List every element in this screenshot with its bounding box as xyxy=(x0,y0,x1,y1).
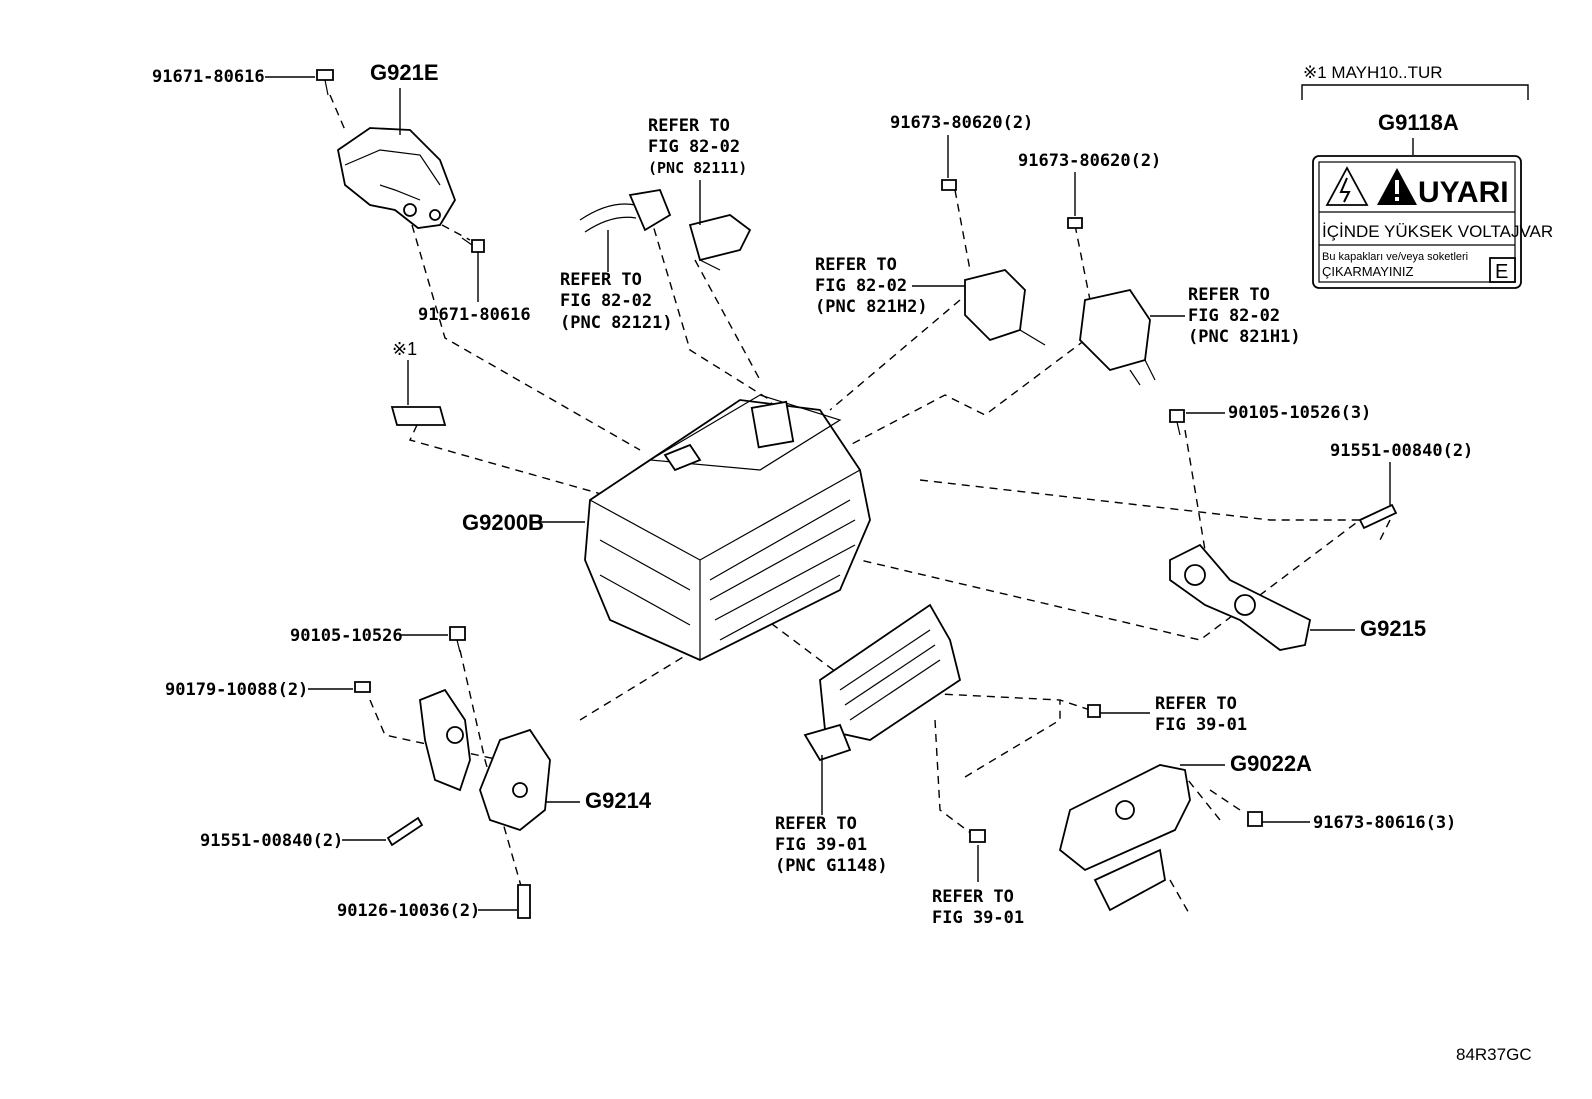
svg-text:(PNC 821H2): (PNC 821H2) xyxy=(815,297,928,317)
svg-text:FIG 82-02: FIG 82-02 xyxy=(560,291,652,311)
ref-pnc-g1148[interactable]: REFER TO FIG 39-01 (PNC G1148) xyxy=(775,755,888,876)
cover-g9022a-drawing xyxy=(1058,764,1263,912)
part-g9022a-label: G9022A xyxy=(1230,751,1312,776)
lower-plate-drawing xyxy=(803,603,1101,843)
fastener-90126-10036: 90126-10036(2) xyxy=(337,901,480,921)
warning-line-3: ÇIKARMAYINIZ xyxy=(1322,264,1414,279)
fastener-91671-80616-top: 91671-80616 xyxy=(152,67,265,87)
svg-text:(PNC 82121): (PNC 82121) xyxy=(560,313,673,333)
note-label-sticker xyxy=(390,360,447,426)
fastener-90105-10526-3: 90105-10526(3) xyxy=(1228,403,1371,423)
part-callouts: G921E G9200B G9215 G9214 G9022A ※1 xyxy=(370,60,1426,813)
svg-text:FIG 39-01: FIG 39-01 xyxy=(932,908,1024,928)
fastener-90179-10088: 90179-10088(2) xyxy=(165,680,308,700)
diagram-code: 84R37GC xyxy=(1456,1045,1532,1064)
svg-text:(PNC 821H1): (PNC 821H1) xyxy=(1188,327,1301,347)
svg-text:FIG 82-02: FIG 82-02 xyxy=(648,137,740,157)
ref-pnc-82111[interactable]: REFER TO FIG 82-02 (PNC 82111) xyxy=(648,116,747,225)
cover-g921e-drawing xyxy=(316,69,485,253)
fastener-callouts: 91671-80616 91671-80616 91673-80620(2) 9… xyxy=(152,67,1473,921)
ref-pnc-821h2[interactable]: REFER TO FIG 82-02 (PNC 821H2) xyxy=(815,255,965,317)
connector-82111-drawing xyxy=(688,214,752,271)
svg-text:REFER TO: REFER TO xyxy=(815,255,897,275)
part-g9200b-label: G9200B xyxy=(462,510,544,535)
warning-line-2: Bu kapakları ve/veya soketleri xyxy=(1322,251,1468,263)
warning-label-part-no: G9118A xyxy=(1378,110,1459,135)
warning-label-g9118a: ※1 MAYH10..TUR G9118A UYARI İÇİNDE YÜKSE… xyxy=(1301,63,1553,289)
fastener-91673-80620-a: 91673-80620(2) xyxy=(890,113,1033,133)
svg-text:REFER TO: REFER TO xyxy=(648,116,730,136)
connector-821h1-drawing xyxy=(1067,217,1156,386)
svg-text:FIG 39-01: FIG 39-01 xyxy=(1155,715,1247,735)
fastener-91673-80620-b: 91673-80620(2) xyxy=(1018,151,1161,171)
svg-text:FIG 82-02: FIG 82-02 xyxy=(815,276,907,296)
connector-821h2-drawing xyxy=(941,179,1046,346)
fastener-91551-00840-left: 91551-00840(2) xyxy=(200,831,343,851)
ref-fig-39-01-right[interactable]: REFER TO FIG 39-01 xyxy=(1100,694,1247,735)
svg-text:REFER TO: REFER TO xyxy=(560,270,642,290)
svg-text:(PNC 82111): (PNC 82111) xyxy=(648,159,747,177)
fastener-90105-10526: 90105-10526 xyxy=(290,626,403,646)
ref-pnc-821h1[interactable]: REFER TO FIG 82-02 (PNC 821H1) xyxy=(1150,285,1301,347)
inverter-g9200b-drawing xyxy=(584,394,871,661)
svg-text:REFER TO: REFER TO xyxy=(1188,285,1270,305)
fastener-91551-00840-right: 91551-00840(2) xyxy=(1330,441,1473,461)
note-legend: ※1 MAYH10..TUR xyxy=(1303,63,1443,82)
svg-text:FIG 39-01: FIG 39-01 xyxy=(775,835,867,855)
reference-callouts: REFER TO FIG 82-02 (PNC 82111) REFER TO … xyxy=(560,116,1301,928)
bracket-g9214-drawing xyxy=(354,626,551,919)
note-mark: ※1 xyxy=(392,339,417,359)
bracket-g9215-drawing xyxy=(1169,409,1398,651)
part-g9215-label: G9215 xyxy=(1360,616,1426,641)
connector-82121-drawing xyxy=(579,188,672,233)
svg-text:REFER TO: REFER TO xyxy=(932,887,1014,907)
svg-text:(PNC G1148): (PNC G1148) xyxy=(775,856,888,876)
fastener-91673-80616-3: 91673-80616(3) xyxy=(1313,813,1456,833)
fastener-91671-80616-cover: 91671-80616 xyxy=(418,305,531,325)
svg-text:REFER TO: REFER TO xyxy=(1155,694,1237,714)
warning-title: UYARI xyxy=(1418,176,1509,209)
part-g9214-label: G9214 xyxy=(585,788,652,813)
svg-text:FIG 82-02: FIG 82-02 xyxy=(1188,306,1280,326)
ref-fig-39-01-bottom[interactable]: REFER TO FIG 39-01 xyxy=(932,845,1024,928)
warning-corner-letter: E xyxy=(1495,261,1508,283)
svg-text:REFER TO: REFER TO xyxy=(775,814,857,834)
warning-line-1: İÇİNDE YÜKSEK VOLTAJVAR xyxy=(1322,222,1553,241)
part-g921e-label: G921E xyxy=(370,60,439,85)
ref-pnc-82121[interactable]: REFER TO FIG 82-02 (PNC 82121) xyxy=(560,230,673,333)
